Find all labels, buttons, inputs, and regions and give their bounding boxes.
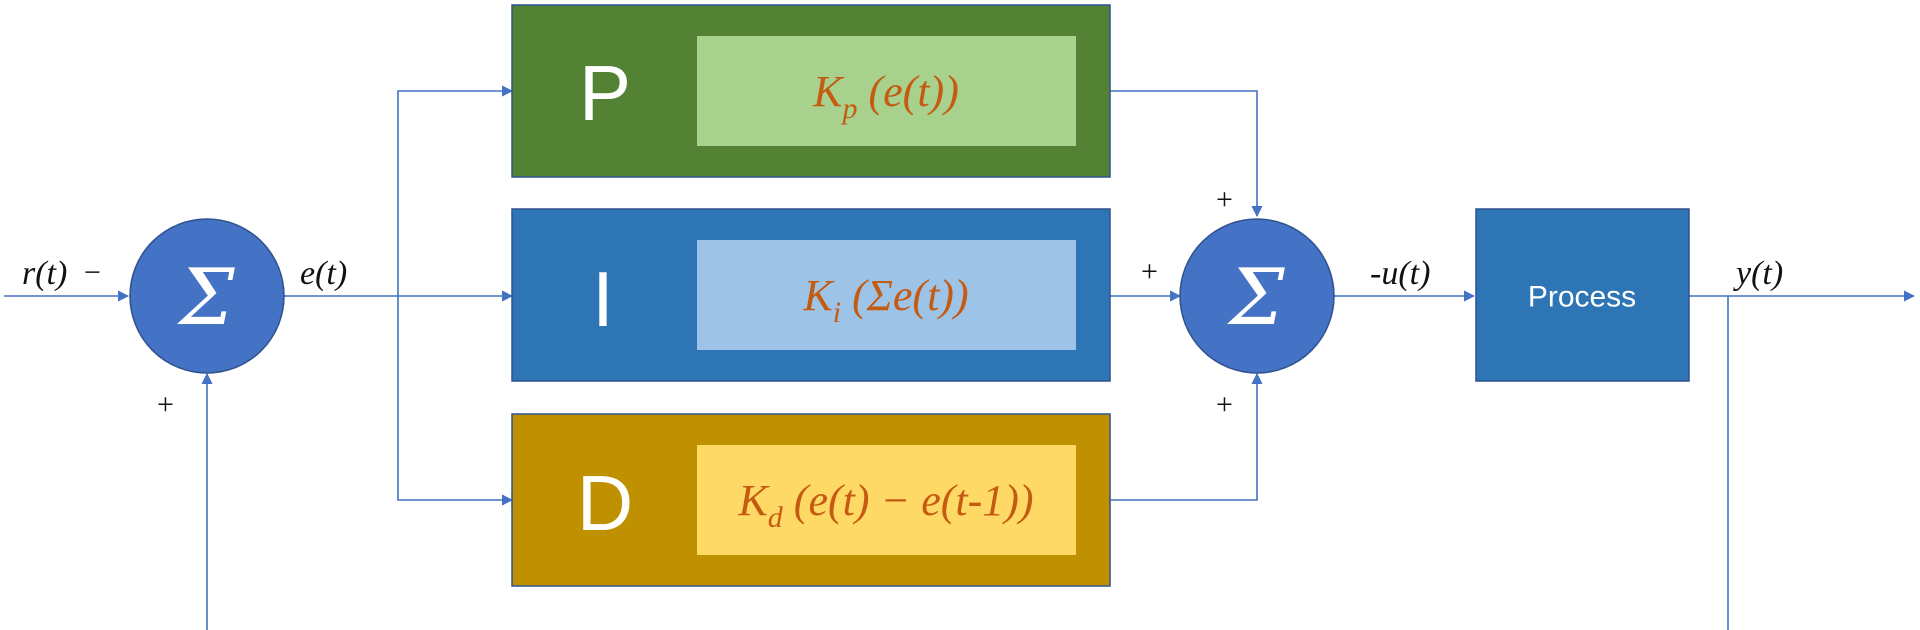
proportional-block: P Kp (e(t)) (511, 4, 1111, 178)
sigma-symbol: Σ (176, 253, 235, 343)
feedback-plus-sign: + (157, 388, 174, 421)
d-gain-subscript: d (768, 501, 784, 534)
p-block-letter: P (579, 49, 631, 137)
d-plus-sign: + (1216, 388, 1233, 421)
error-summing-junction: Σ (129, 218, 285, 374)
reference-signal-label: r(t) (22, 255, 67, 292)
i-formula-box (697, 240, 1076, 350)
p-output-arrow (1110, 90, 1263, 218)
i-formula: Ki (Σe(t)) (802, 271, 968, 329)
d-block-letter: D (577, 459, 633, 547)
sigma-symbol: Σ (1226, 253, 1285, 343)
derivative-block: D Kd (e(t) − e(t-1)) (511, 413, 1111, 587)
feedback-arrow (201, 296, 1729, 630)
p-branch-arrow (397, 85, 514, 296)
i-gain-symbol: K (802, 271, 835, 320)
connectors (4, 85, 1916, 630)
d-expression: (e(t) − e(t-1)) (783, 476, 1034, 525)
d-formula: Kd (e(t) − e(t-1)) (737, 476, 1033, 534)
process-label: Process (1528, 281, 1636, 314)
i-expression: (Σe(t)) (841, 271, 969, 320)
d-gain-symbol: K (737, 476, 770, 525)
integral-block: I Ki (Σe(t)) (511, 208, 1111, 382)
i-plus-sign: + (1141, 255, 1158, 288)
p-gain-symbol: K (812, 67, 845, 116)
error-signal-label: e(t) (300, 255, 347, 292)
p-expression: (e(t)) (857, 67, 958, 116)
control-signal-label: -u(t) (1370, 255, 1430, 292)
process-block-background (1475, 208, 1690, 382)
p-gain-subscript: p (840, 92, 857, 125)
summing-node-circle (129, 218, 285, 374)
d-branch-arrow (397, 296, 514, 506)
p-formula: Kp (e(t)) (812, 67, 959, 125)
output-signal-label: y(t) (1733, 255, 1783, 292)
d-output-arrow (1110, 372, 1263, 501)
d-formula-box (697, 445, 1076, 555)
p-plus-sign: + (1216, 183, 1233, 216)
summing-node-circle (1179, 218, 1335, 374)
i-block-letter: I (592, 255, 614, 343)
process-block: Process (1475, 208, 1690, 382)
control-summing-junction: Σ (1179, 218, 1335, 374)
i-gain-subscript: i (833, 296, 841, 329)
p-formula-box (697, 36, 1076, 146)
reference-minus-sign: − (84, 256, 101, 289)
